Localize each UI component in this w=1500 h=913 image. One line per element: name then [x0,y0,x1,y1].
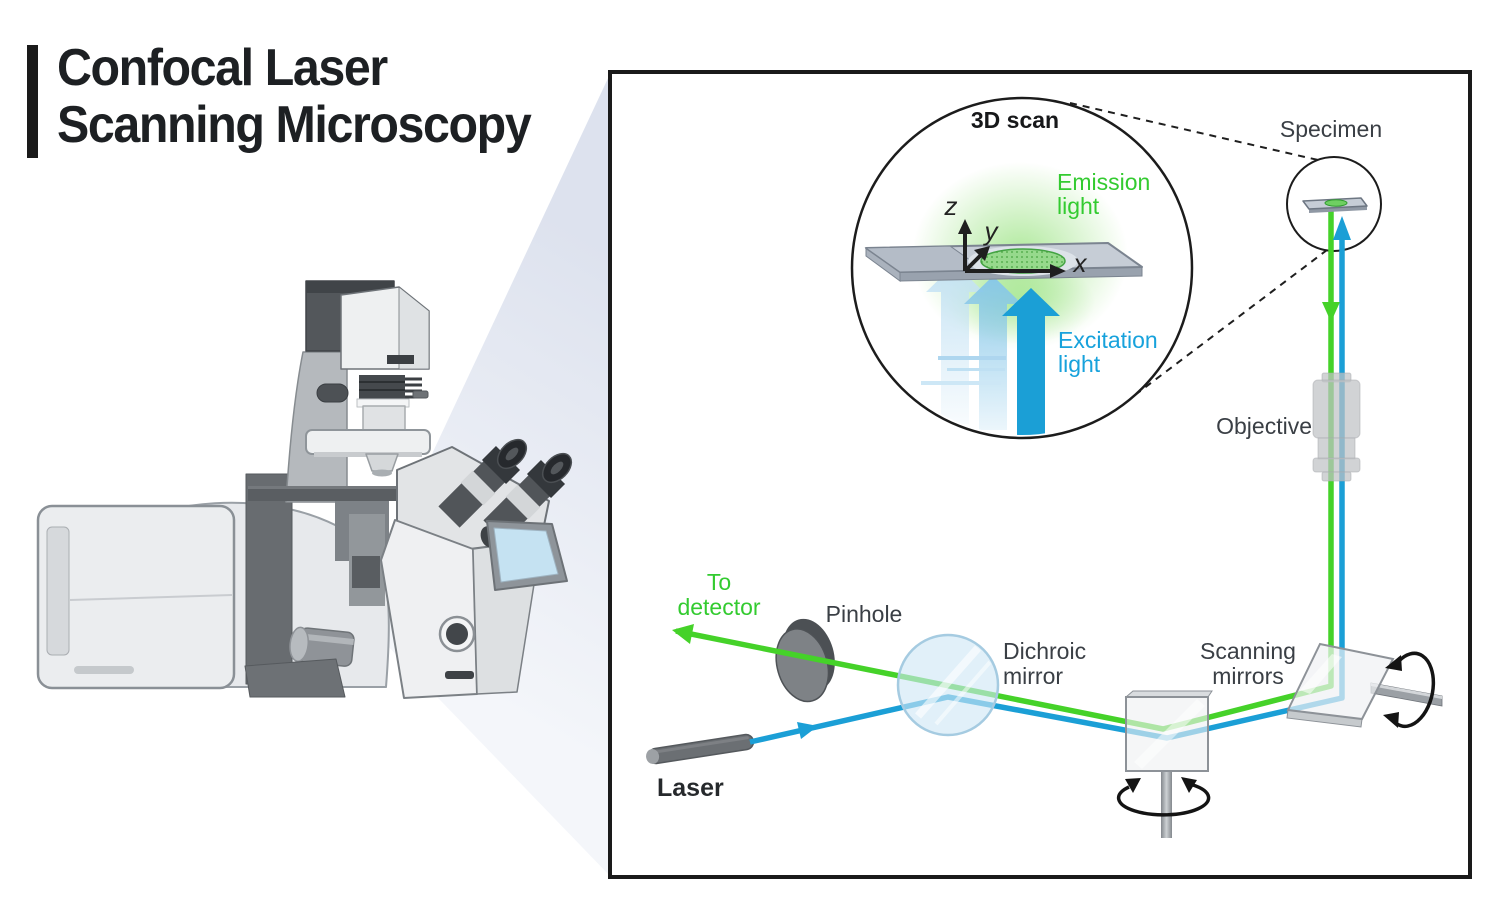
detector-box-slot [74,666,134,674]
excitation-light-label-line2: light [1058,351,1101,377]
substage-block-c [352,556,380,588]
focus-knob [289,626,355,667]
magnifier-connectors [1069,102,1328,396]
dichroic-mirror-label-line1: Dichroic [1003,638,1086,664]
scanning-mirror-y [1286,642,1443,729]
emission-light-label-line2: light [1057,193,1100,219]
touchscreen [493,527,559,583]
specimen-slide-thickness [1309,206,1367,213]
mirror-x-sheen [1134,699,1205,769]
objective-label: Objective [1216,413,1312,439]
condenser-barrel [362,405,406,433]
inset-title: 3D scan [971,107,1059,133]
stage-plate-edge [248,486,420,489]
connector-bottom [1134,249,1328,396]
objective-icon [1312,372,1361,482]
specimen-sample-texture [981,249,1065,273]
to-detector-arrowhead [672,624,694,644]
x-axis-label: x [1072,248,1088,278]
slide [864,242,1143,282]
lamp-housing-shade [398,286,430,370]
excitation-beam-arrowhead [797,722,818,739]
laser-label: Laser [657,774,724,802]
scan-streak-3 [921,381,1001,385]
eyepiece-left [438,438,528,528]
condenser-stack [359,375,405,400]
lamp-housing-slot [387,355,414,364]
stage-slab [305,429,431,455]
page-title-line1: Confocal Laser [57,39,388,97]
y-axis-arrowhead [974,246,990,261]
condenser-knob [316,383,349,403]
detector-box-vent [46,526,70,656]
mirror-y-rotation-arrow [1383,651,1436,729]
xyz-axes [958,219,1066,278]
figure-title-block: Confocal Laser Scanning Microscopy [27,40,566,158]
microscope-trunk [380,519,478,699]
front-slot [445,671,474,679]
emission-beam-down-arrowhead [1322,302,1340,322]
to-detector-label-line1: To [707,569,731,595]
pinhole-label: Pinhole [826,601,903,627]
page-title: Confocal Laser Scanning Microscopy [57,39,532,158]
laser-icon [646,733,755,765]
emission-light-label-line1: Emission [1057,169,1150,195]
inset-3d-scan: 3D scan Emission light Excitation light … [850,96,1194,440]
detector-box-seam [69,594,233,601]
scanning-mirrors-label-line2: mirrors [1212,663,1284,689]
page-title-line2: Scanning Microscopy [57,96,532,154]
connector-top [1069,102,1319,161]
microscope-objective-tip [372,469,392,477]
excitation-arrow [1002,288,1060,435]
mirror-x-rod [1161,770,1172,838]
excitation-light-label-line1: Excitation [1058,327,1158,353]
y-axis-label: y [983,216,1000,246]
dichroic-mirror-icon [896,633,1000,737]
illumination-arm [285,351,348,503]
dichroic-mirror-label-line2: mirror [1003,663,1063,689]
specimen-label: Specimen [1280,116,1382,142]
microscope-column [245,473,293,685]
scan-streak-2 [947,368,1005,371]
specimen-dot [1324,199,1348,207]
z-axis-label: z [944,191,958,221]
specimen-slide-small [1302,197,1368,213]
scan-streak-1 [938,356,1006,360]
dichroic-sheen [915,645,992,726]
excitation-specimen-arrowhead [1333,216,1351,240]
condenser-prongs [405,377,422,399]
excitation-arrow-ghost2 [926,264,984,424]
scanning-mirror-x [1116,690,1213,838]
mirror-y-rod-highlight [1371,683,1442,699]
front-port [446,623,468,645]
microscope-base [244,658,346,698]
condenser-stripes [359,381,405,391]
excitation-arrow-ghost1 [964,276,1022,430]
mirror-y-glass [1286,642,1395,721]
microscope-objective [365,453,399,472]
stage-plate [248,486,420,501]
z-axis-arrowhead [958,219,972,234]
microscope-illustration [36,280,573,699]
mirror-y-sheen [1300,654,1342,694]
x-axis-arrowhead [1050,264,1066,278]
title-accent-bar [27,45,38,158]
to-detector-label-line2: detector [677,594,760,620]
mirror-x-rotation-arrow [1116,777,1211,817]
scanning-mirrors-label-line1: Scanning [1200,638,1296,664]
condenser-screw [412,390,429,399]
